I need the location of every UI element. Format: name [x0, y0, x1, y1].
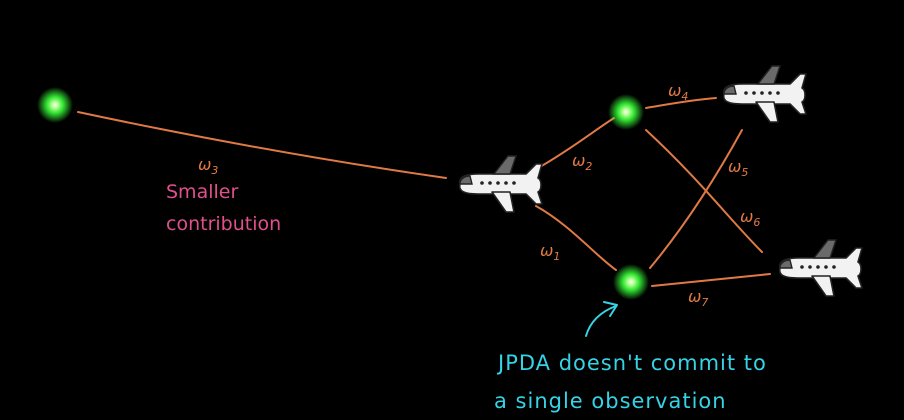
weight-label-w5: ω5: [728, 157, 748, 179]
edge-w4: [645, 97, 717, 109]
weight-label-w7: ω7: [688, 287, 708, 309]
airplane-icon: [778, 239, 863, 297]
weight-label-w1: ω1: [540, 241, 560, 263]
edge-w2: [537, 117, 615, 169]
arrow-head-icon: [603, 301, 618, 317]
observation-dot-left: [37, 87, 73, 123]
weight-label-w3: ω3: [198, 155, 218, 177]
weight-label-w2: ω2: [572, 151, 592, 173]
observation-dot-bottom: [613, 264, 649, 300]
annotation-smaller-line1: Smaller: [166, 181, 238, 203]
edge-w1: [535, 205, 617, 271]
airplane-icon: [722, 65, 807, 123]
annotation-smaller-line2: contribution: [166, 213, 281, 235]
annotation-arrow: [585, 305, 617, 337]
airplane-icon: [458, 155, 543, 213]
weight-label-w6: ω6: [740, 207, 760, 229]
observation-dot-top: [608, 94, 644, 130]
annotation-jpda-line2: a single observation: [494, 389, 727, 413]
edge-w6: [645, 129, 763, 253]
annotation-jpda-line1: JPDA doesn't commit to: [496, 351, 767, 375]
edge-w7: [651, 273, 771, 287]
edge-w3: [77, 111, 447, 179]
weight-label-w4: ω4: [668, 81, 688, 103]
edge-w5: [649, 129, 743, 269]
